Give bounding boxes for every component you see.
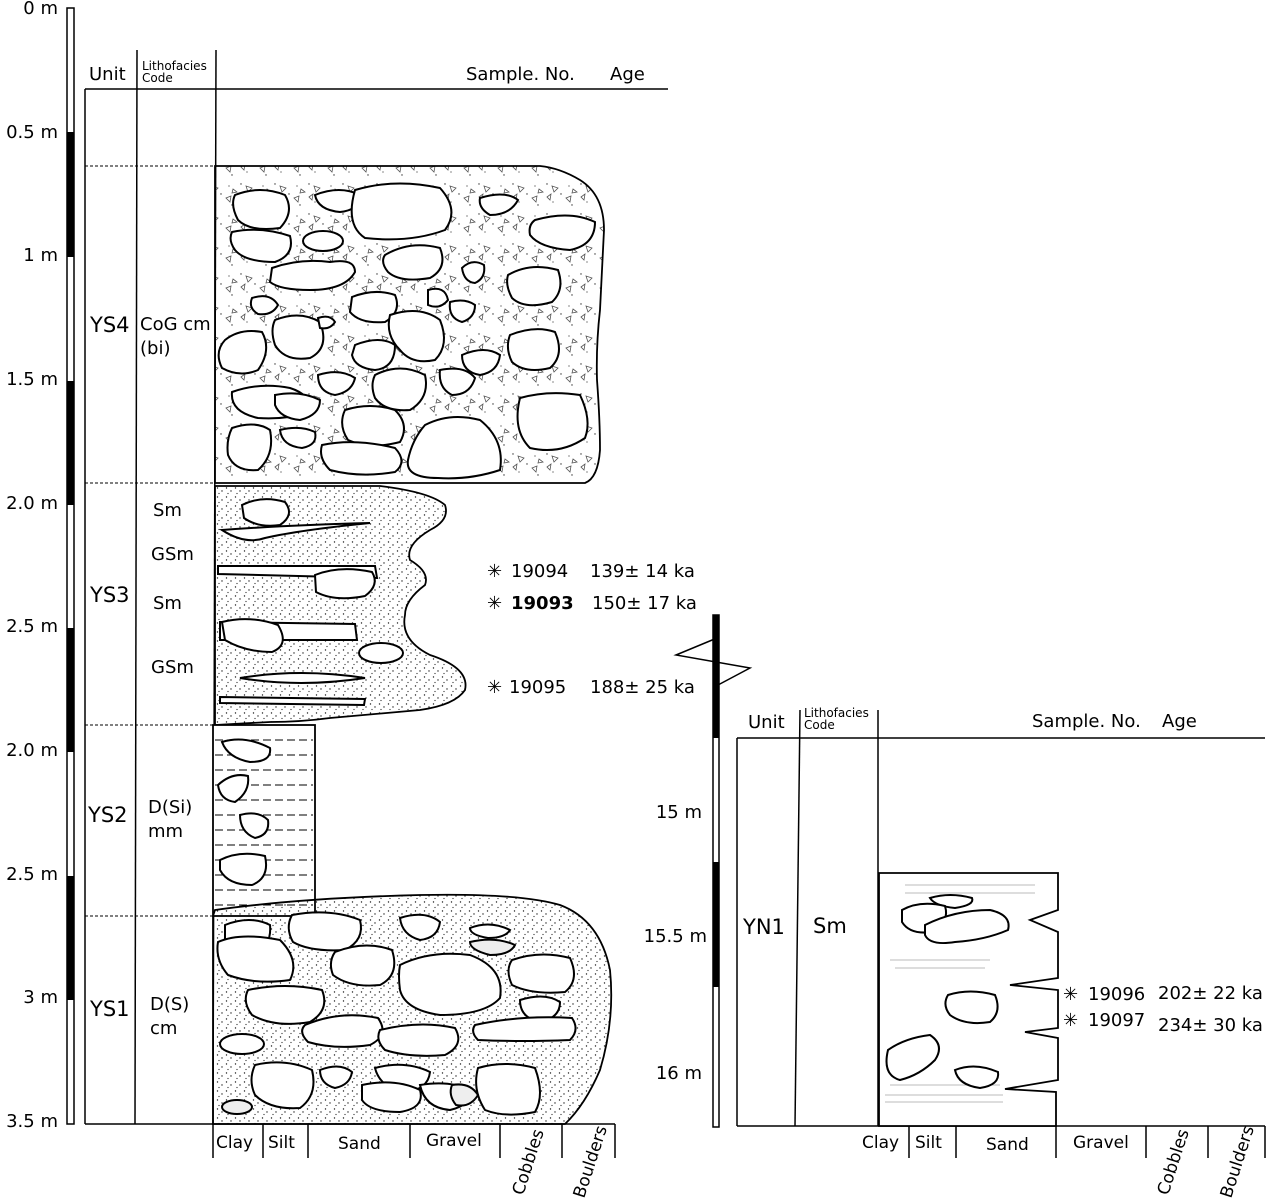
depth-tick-label: 0.5 m bbox=[6, 122, 58, 143]
sample-number: 19097 bbox=[1088, 1010, 1145, 1031]
grain-size-label: Cobbles bbox=[509, 1127, 549, 1198]
depth-tick-label: 3 m bbox=[23, 987, 58, 1008]
sample-asterisk-icon: ✳ bbox=[1063, 1010, 1078, 1031]
left-header: Unit Lithofacies Code Sample. No. Age bbox=[85, 59, 668, 90]
sample-number: 19095 bbox=[509, 677, 566, 698]
lithofacies-header-line2: Code bbox=[804, 718, 835, 732]
sample-age: 139± 14 ka bbox=[590, 561, 695, 582]
grain-size-label: Sand bbox=[338, 1134, 381, 1154]
grain-size-label: Cobbles bbox=[1154, 1127, 1194, 1198]
grain-size-label: Silt bbox=[268, 1133, 295, 1153]
sample-number: 19094 bbox=[511, 561, 568, 582]
sample-asterisk-icon: ✳ bbox=[487, 677, 502, 698]
left-depth-scale bbox=[66, 7, 75, 1125]
lithofacies-header-line2: Code bbox=[142, 71, 173, 85]
unit-ys3-body bbox=[214, 485, 467, 726]
sample-asterisk-icon: ✳ bbox=[1063, 984, 1078, 1005]
depth-tick-label: 16 m bbox=[656, 1063, 702, 1084]
sample-asterisk-icon: ✳ bbox=[487, 593, 502, 614]
right-depth-scale bbox=[712, 614, 720, 1128]
depth-tick-label: 1 m bbox=[23, 245, 58, 266]
lithofacies-ys4-line2: (bi) bbox=[140, 338, 170, 359]
lithofacies-yn1-code: Sm bbox=[813, 914, 847, 938]
right-scale-labels: 15 m 15.5 m 16 m bbox=[644, 802, 707, 1084]
unit-column-header: Unit bbox=[748, 712, 785, 733]
unit-ys2-body bbox=[212, 724, 316, 917]
unit-ys4-body bbox=[214, 165, 605, 484]
lithofacies-ys3-code: Sm bbox=[153, 593, 182, 614]
sample-number: 19096 bbox=[1088, 984, 1145, 1005]
grain-size-label: Sand bbox=[986, 1135, 1029, 1155]
grain-size-label: Gravel bbox=[426, 1131, 482, 1151]
sample-no-header: Sample. No. bbox=[1032, 711, 1141, 732]
grain-size-label: Boulders bbox=[570, 1123, 612, 1200]
right-header: Unit Lithofacies Code Sample. No. Age bbox=[737, 706, 1265, 739]
lithofacies-header-line1: Lithofacies bbox=[804, 706, 869, 720]
unit-yn1-label: YN1 bbox=[742, 915, 785, 939]
depth-tick-label: 15.5 m bbox=[644, 926, 707, 947]
sample-age: 150± 17 ka bbox=[592, 593, 697, 614]
unit-ys4-label: YS4 bbox=[89, 313, 130, 337]
lithofacies-ys4-line1: CoG cm bbox=[140, 314, 211, 335]
left-unit-boundaries bbox=[85, 165, 216, 917]
right-samples: ✳ 19096 202± 22 ka ✳ 19097 234± 30 ka bbox=[1063, 983, 1263, 1036]
sample-age: 234± 30 ka bbox=[1158, 1015, 1263, 1036]
depth-tick-label: 2.0 m bbox=[6, 740, 58, 761]
depth-tick-label: 2.0 m bbox=[6, 493, 58, 514]
grain-size-label: Clay bbox=[216, 1133, 253, 1153]
depth-tick-label: 15 m bbox=[656, 802, 702, 823]
depth-tick-label: 2.5 m bbox=[6, 864, 58, 885]
sample-no-header: Sample. No. bbox=[466, 64, 575, 85]
lithofacies-ys2-line2: mm bbox=[148, 821, 183, 842]
left-unit-labels: YS4 CoG cm (bi) YS3 Sm GSm Sm GSm YS2 D(… bbox=[87, 313, 211, 1039]
depth-tick-label: 0 m bbox=[23, 0, 58, 19]
depth-tick-label: 1.5 m bbox=[6, 369, 58, 390]
grain-size-label: Boulders bbox=[1217, 1123, 1259, 1200]
left-scale-labels: 0 m 0.5 m 1 m 1.5 m 2.0 m 2.5 m 2.0 m 2.… bbox=[6, 0, 58, 1132]
sample-number-bold: 19093 bbox=[511, 593, 574, 614]
lithofacies-header-line1: Lithofacies bbox=[142, 59, 207, 73]
unit-ys2-label: YS2 bbox=[87, 803, 128, 827]
sample-asterisk-icon: ✳ bbox=[487, 561, 502, 582]
age-header: Age bbox=[610, 64, 645, 85]
lithofacies-ys3-code: Sm bbox=[153, 500, 182, 521]
lithofacies-ys1-line2: cm bbox=[150, 1018, 177, 1039]
depth-tick-label: 2.5 m bbox=[6, 616, 58, 637]
sample-age: 202± 22 ka bbox=[1158, 983, 1263, 1004]
left-grain-size-axis: Clay Silt Sand Gravel Cobbles Boulders bbox=[212, 1123, 616, 1201]
unit-ys3-label: YS3 bbox=[89, 583, 130, 607]
lithofacies-ys3-code: GSm bbox=[151, 657, 194, 678]
unit-ys1-label: YS1 bbox=[89, 997, 130, 1021]
lithofacies-ys3-code: GSm bbox=[151, 544, 194, 565]
unit-yn1-body bbox=[878, 872, 1059, 1127]
left-samples: ✳ 19094 139± 14 ka ✳ 19093 150± 17 ka ✳ … bbox=[487, 561, 697, 698]
unit-column-header: Unit bbox=[89, 64, 126, 85]
age-header: Age bbox=[1162, 711, 1197, 732]
sample-age: 188± 25 ka bbox=[590, 677, 695, 698]
grain-size-label: Clay bbox=[862, 1133, 899, 1153]
unit-ys1-body bbox=[212, 893, 613, 1125]
right-unit-labels: YN1 Sm bbox=[742, 914, 847, 939]
grain-size-label: Gravel bbox=[1073, 1133, 1129, 1153]
lithofacies-ys2-line1: D(Si) bbox=[148, 797, 192, 818]
right-grain-size-axis: Clay Silt Sand Gravel Cobbles Boulders bbox=[862, 1123, 1266, 1201]
lithofacies-ys1-line1: D(S) bbox=[150, 994, 189, 1015]
depth-tick-label: 3.5 m bbox=[6, 1111, 58, 1132]
grain-size-label: Silt bbox=[915, 1133, 942, 1153]
